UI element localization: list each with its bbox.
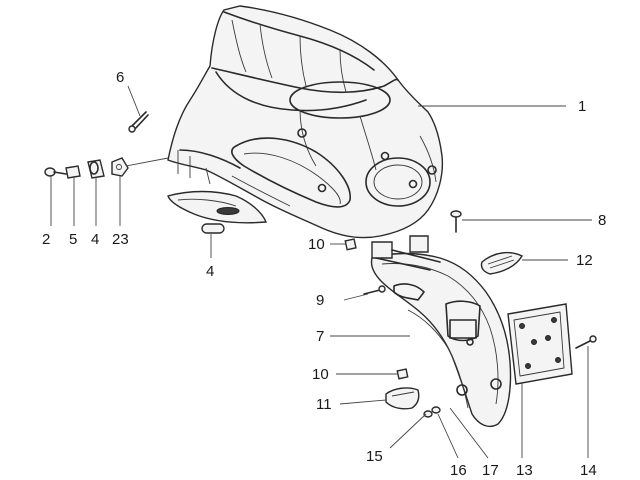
mounting-bracket xyxy=(371,235,441,271)
callout-5: 5 xyxy=(69,231,77,248)
callout-9: 9 xyxy=(316,292,324,309)
callout-labels: 1 2 4 4 5 6 7 8 9 10 10 11 12 13 14 15 1… xyxy=(42,69,606,479)
license-plate-holder xyxy=(507,303,573,385)
leader-lines xyxy=(50,85,592,459)
callout-12: 12 xyxy=(576,252,593,269)
screw-2 xyxy=(44,167,67,177)
callout-11: 11 xyxy=(316,396,332,413)
callout-8: 8 xyxy=(598,212,606,229)
callout-14: 14 xyxy=(580,462,597,479)
callout-10-lower: 10 xyxy=(312,366,329,383)
rubber-grommet-3 xyxy=(87,159,105,179)
clip-nut-10-upper xyxy=(344,238,357,251)
clip-nut-10-lower xyxy=(396,368,409,380)
screw-8 xyxy=(450,210,462,233)
rear-body-shell xyxy=(167,5,444,239)
screw-9 xyxy=(363,285,386,295)
callout-23: 23 xyxy=(112,231,129,248)
clip-6 xyxy=(128,111,149,133)
callout-13: 13 xyxy=(516,462,533,479)
callout-7: 7 xyxy=(316,328,324,345)
callout-2: 2 xyxy=(42,231,50,248)
spacer-5 xyxy=(65,165,81,179)
callout-15: 15 xyxy=(366,448,383,465)
callout-16: 16 xyxy=(450,462,467,479)
callout-17: 17 xyxy=(482,462,499,479)
callout-6: 6 xyxy=(116,69,124,86)
callout-3: 4 xyxy=(91,231,99,248)
callout-4: 4 xyxy=(206,263,214,280)
license-plate-lamp xyxy=(385,387,420,410)
reflector-bracket xyxy=(167,190,268,224)
reflector-lens xyxy=(201,223,225,234)
side-reflector xyxy=(480,251,523,275)
nut-16 xyxy=(431,406,441,414)
clip-nut-23 xyxy=(111,157,129,177)
callout-1: 1 xyxy=(578,98,586,115)
callout-10-upper: 10 xyxy=(308,236,325,253)
rear-mudguard xyxy=(370,252,512,428)
screw-14 xyxy=(575,335,597,349)
washer-15 xyxy=(423,410,433,418)
